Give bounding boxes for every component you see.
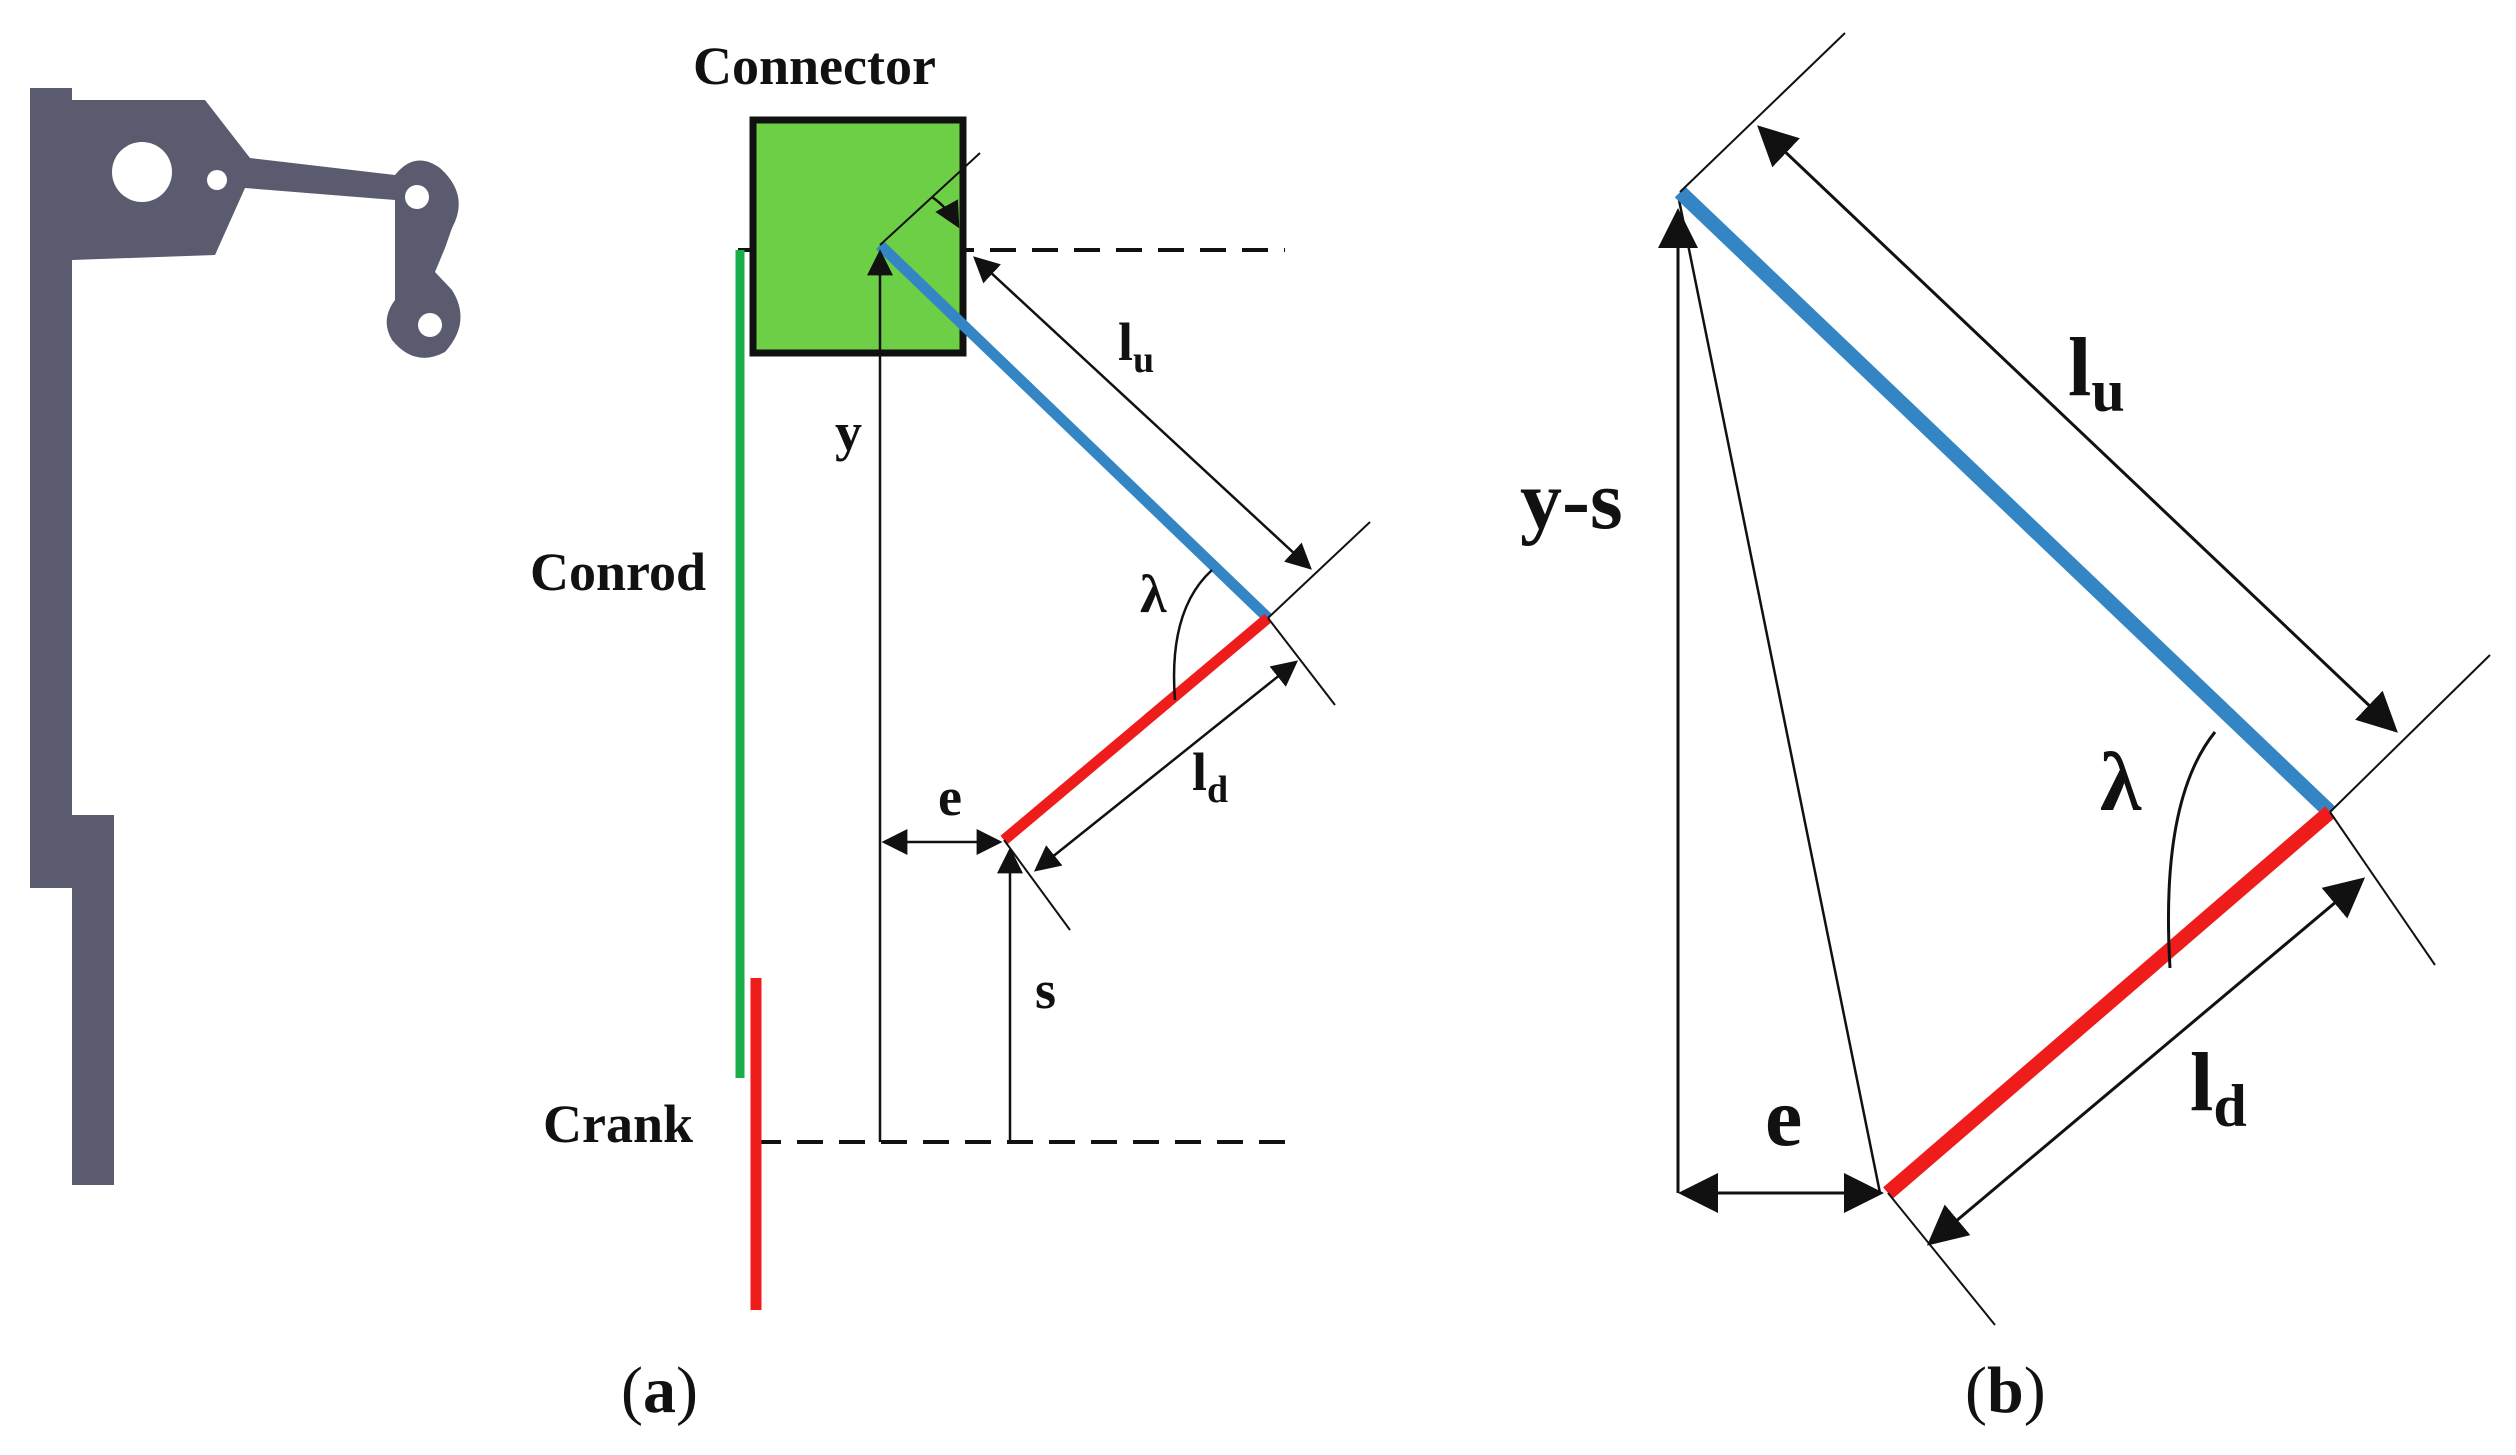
lu-label-sub: u xyxy=(1133,339,1154,381)
connector-label: Connector xyxy=(693,36,936,96)
connector-box xyxy=(749,116,967,357)
upper-link xyxy=(876,241,1272,622)
lambda-label-b: λ xyxy=(2100,736,2142,829)
ld-dimension-arrow xyxy=(1033,660,1299,872)
ld-label-b: ld xyxy=(2190,1036,2247,1139)
lower-link xyxy=(1000,613,1272,845)
ld-label-main: l xyxy=(1192,742,1207,802)
ld-extension-bottom xyxy=(1003,839,1071,931)
connector-angle-arc xyxy=(931,195,960,229)
lu-label-b: lu xyxy=(2068,321,2125,424)
lu-dimension-arrow-b xyxy=(1757,125,2398,733)
mechanism-illustration xyxy=(30,88,461,1185)
mechanism-upper-bar xyxy=(30,88,72,888)
caption-a: (a) xyxy=(621,1354,698,1427)
lu-extension-top xyxy=(879,152,981,246)
lu-label: lu xyxy=(1118,312,1154,381)
s-label: s xyxy=(1035,960,1056,1020)
y-label: y xyxy=(835,402,862,462)
y-minus-s-label: y-s xyxy=(1520,454,1623,547)
lu-label-main: l xyxy=(1118,312,1133,372)
upper-link-b xyxy=(1674,186,2336,818)
lower-link-b xyxy=(1883,806,2335,1199)
e-label-b: e xyxy=(1765,1071,1802,1164)
lambda-label: λ xyxy=(1140,564,1167,624)
caption-b: (b) xyxy=(1965,1354,2046,1427)
ld-dimension-arrow-b xyxy=(1926,877,2366,1246)
conrod-label: Conrod xyxy=(530,542,706,602)
mechanism-small-hole xyxy=(207,170,227,190)
mechanism-joint-hole-lower xyxy=(418,313,442,337)
ld-label-sub: d xyxy=(1207,769,1228,811)
crank-label: Crank xyxy=(543,1094,693,1154)
e-label: e xyxy=(938,767,962,827)
panel-b: y-s lu λ ld e (b) xyxy=(1520,32,2491,1427)
lambda-angle-arc xyxy=(1172,569,1213,701)
lu-extension-bottom-b xyxy=(2329,654,2491,813)
panel-a: Connector Conrod Crank y lu λ ld e s (a) xyxy=(530,36,1371,1427)
lu-label-b-main: l xyxy=(2068,321,2091,414)
ld-extension-top-b xyxy=(2329,811,2436,966)
mechanism-joint-hole-upper xyxy=(405,185,429,209)
ld-label-b-sub: d xyxy=(2213,1073,2246,1139)
ld-extension-bottom-b xyxy=(1887,1192,1996,1326)
lu-extension-top-b xyxy=(1679,32,1846,193)
lu-label-b-sub: u xyxy=(2091,358,2124,424)
ld-extension-top xyxy=(1267,617,1336,706)
mechanism-pivot-hole xyxy=(112,142,172,202)
ld-label: ld xyxy=(1192,742,1228,811)
lu-extension-bottom xyxy=(1267,521,1371,619)
mechanism-link-body xyxy=(72,100,461,358)
lu-dimension-arrow xyxy=(973,256,1312,570)
lambda-angle-arc-b xyxy=(2167,731,2217,969)
ld-label-b-main: l xyxy=(2190,1036,2213,1129)
mechanism-lower-bar xyxy=(72,815,114,1185)
